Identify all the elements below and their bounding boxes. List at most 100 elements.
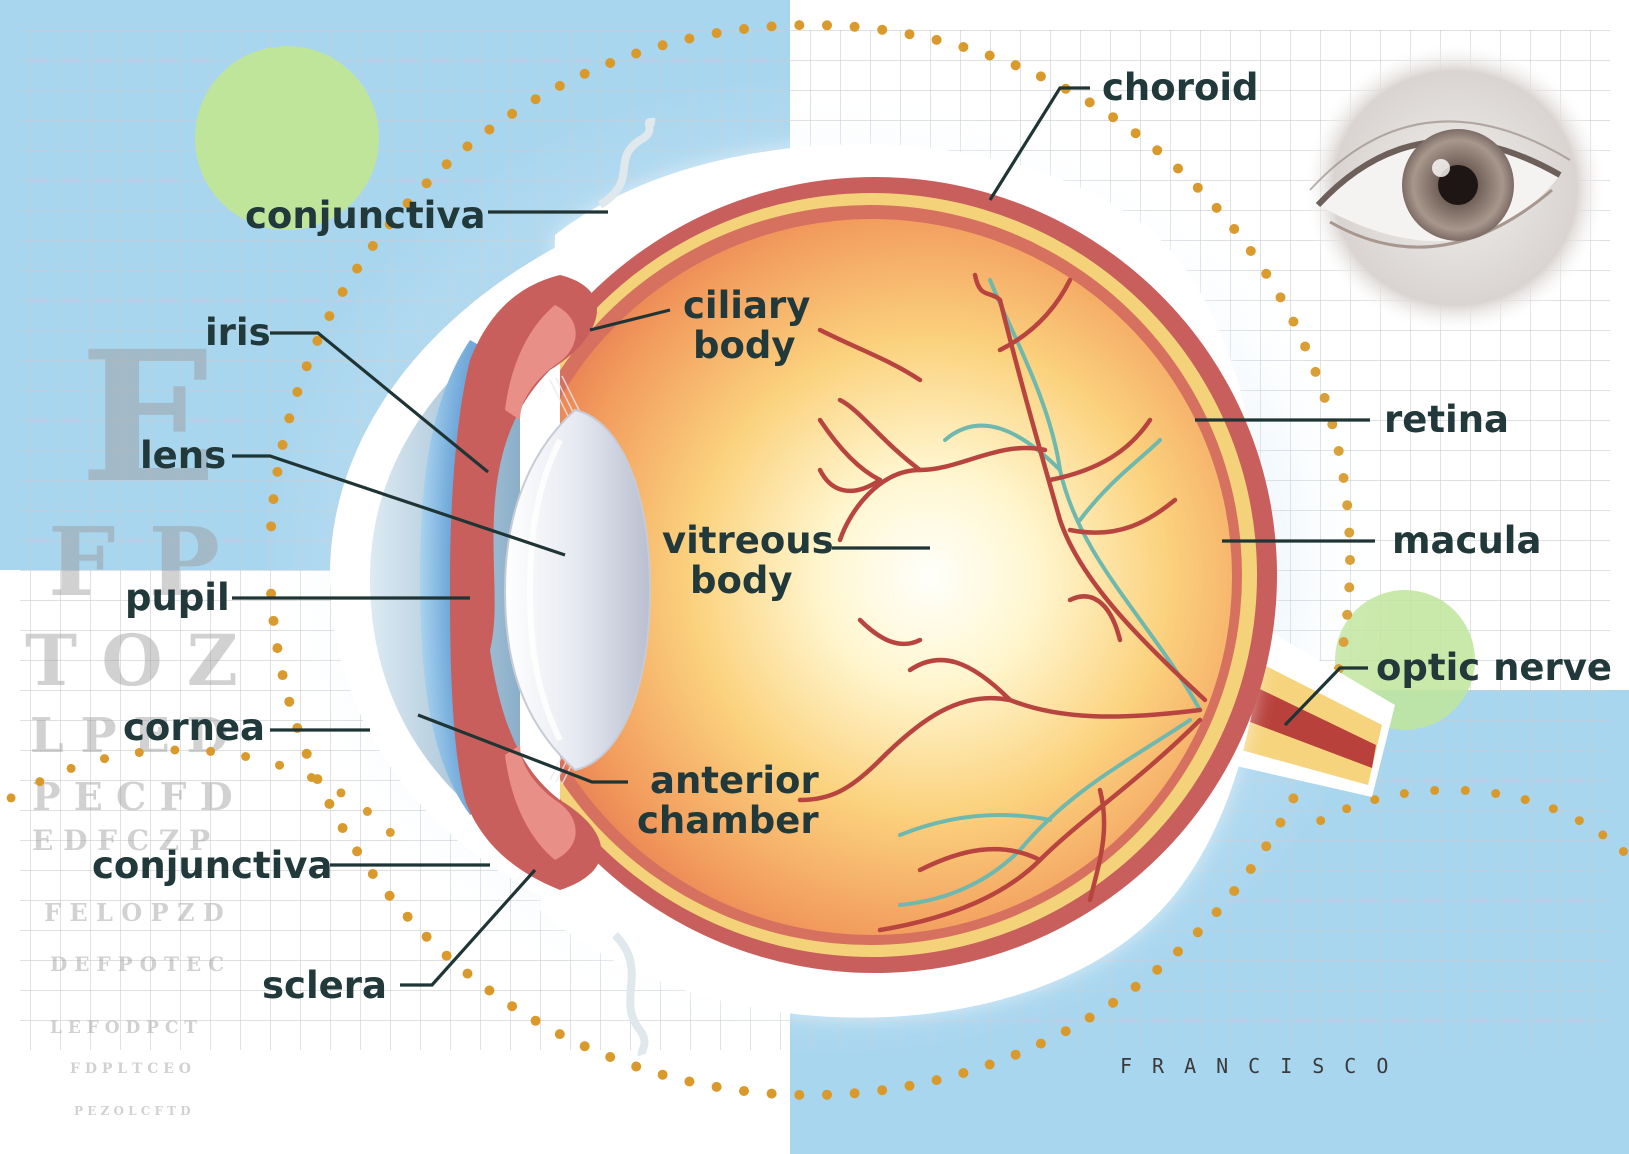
label-lens: lens <box>140 434 226 477</box>
decorative-dot <box>1342 804 1351 813</box>
decorative-dot <box>605 58 615 68</box>
decorative-dot <box>1619 847 1628 856</box>
decorative-dot <box>985 51 995 61</box>
decorative-dot <box>1400 789 1409 798</box>
decorative-dot <box>1061 1026 1071 1036</box>
decorative-dot <box>684 34 694 44</box>
decorative-dot <box>275 761 284 770</box>
decorative-dot <box>932 1075 942 1085</box>
decorative-dot <box>463 141 473 151</box>
decorative-dot <box>324 311 334 321</box>
decorative-dot <box>658 1070 668 1080</box>
label-anterior-chamber-line2: chamber <box>637 799 819 842</box>
decorative-dot <box>302 361 312 371</box>
label-vitreous-body-line1: vitreous <box>662 519 834 562</box>
decorative-dot <box>794 1090 804 1100</box>
label-vitreous-body-line2: body <box>690 559 793 602</box>
label-choroid: choroid <box>1102 66 1259 109</box>
decorative-dot <box>1131 128 1141 138</box>
decorative-dot <box>385 891 395 901</box>
decorative-dot <box>605 1052 615 1062</box>
label-conjunctiva-bottom: conjunctiva <box>92 844 332 887</box>
decorative-dot <box>484 986 494 996</box>
decorative-dot <box>1108 112 1118 122</box>
decorative-dot <box>1461 786 1470 795</box>
decorative-dot <box>135 748 144 757</box>
decorative-dot <box>307 773 316 782</box>
eye-chart-row-8: D E F P O T E C <box>50 952 224 976</box>
decorative-dot <box>1173 164 1183 174</box>
decorative-dot <box>1598 830 1607 839</box>
decorative-dot <box>442 951 452 961</box>
decorative-dot <box>1131 982 1141 992</box>
decorative-dot <box>67 764 76 773</box>
label-retina: retina <box>1384 398 1509 441</box>
decorative-dot <box>35 777 44 786</box>
artist-signature: FRANCISCO <box>1120 1054 1408 1078</box>
label-anterior-chamber-line1: anterior <box>650 759 819 802</box>
decorative-dot <box>1152 145 1162 155</box>
decorative-dot <box>985 1060 995 1070</box>
decorative-dot <box>338 287 348 297</box>
decorative-dot <box>422 178 432 188</box>
decorative-dot <box>767 1089 777 1099</box>
eye-chart-row-5: P E C F D <box>32 774 233 819</box>
decorative-dot <box>1011 1050 1021 1060</box>
eye-chart-row-11: P E Z O L C F T D <box>74 1104 191 1118</box>
decorative-dot <box>1491 789 1500 798</box>
decorative-dot <box>580 69 590 79</box>
label-cornea: cornea <box>123 706 265 749</box>
decorative-dot <box>794 20 804 30</box>
eye-photo-icon <box>1303 42 1607 334</box>
decorative-dot <box>822 20 832 30</box>
decorative-dot <box>932 35 942 45</box>
label-ciliary-body-line1: ciliary <box>683 284 810 327</box>
decorative-dot <box>631 1062 641 1072</box>
eye-chart-row-9: L E F O D P C T <box>50 1018 197 1038</box>
decorative-dot <box>658 40 668 50</box>
decorative-dot <box>1085 97 1095 107</box>
decorative-dot <box>352 264 362 274</box>
decorative-dot <box>1316 816 1325 825</box>
decorative-dot <box>684 1077 694 1087</box>
decorative-dot <box>712 1082 722 1092</box>
decorative-dot <box>580 1041 590 1051</box>
decorative-dot <box>822 1090 832 1100</box>
decorative-dot <box>302 749 312 759</box>
label-ciliary-body-line2: body <box>693 324 796 367</box>
decorative-dot <box>368 241 378 251</box>
decorative-dot <box>555 1029 565 1039</box>
decorative-dot <box>555 81 565 91</box>
decorative-dot <box>739 24 749 34</box>
decorative-dot <box>1193 183 1203 193</box>
decorative-dot <box>1575 816 1584 825</box>
label-macula: macula <box>1392 519 1541 562</box>
decorative-dot <box>767 21 777 31</box>
decorative-dot <box>958 42 968 52</box>
decorative-dot <box>1549 804 1558 813</box>
decorative-dot <box>905 29 915 39</box>
decorative-dot <box>1085 1013 1095 1023</box>
decorative-dot <box>7 793 16 802</box>
decorative-dot <box>284 413 294 423</box>
label-iris: iris <box>205 311 271 354</box>
decorative-dot <box>1212 203 1222 213</box>
decorative-dot <box>1521 795 1530 804</box>
decorative-dot <box>1036 1039 1046 1049</box>
decorative-dot <box>850 22 860 32</box>
decorative-dot <box>1173 947 1183 957</box>
decorative-dot <box>631 49 641 59</box>
label-conjunctiva-top: conjunctiva <box>245 194 485 237</box>
decorative-dot <box>877 1085 887 1095</box>
decorative-dot <box>352 846 362 856</box>
decorative-dot <box>531 94 541 104</box>
decorative-dot <box>905 1081 915 1091</box>
decorative-dot <box>1430 786 1439 795</box>
decorative-dot <box>422 932 432 942</box>
decorative-dot <box>1152 965 1162 975</box>
decorative-dot <box>241 752 250 761</box>
eye-chart-row-1: E <box>80 312 217 523</box>
decorative-dot <box>278 440 288 450</box>
